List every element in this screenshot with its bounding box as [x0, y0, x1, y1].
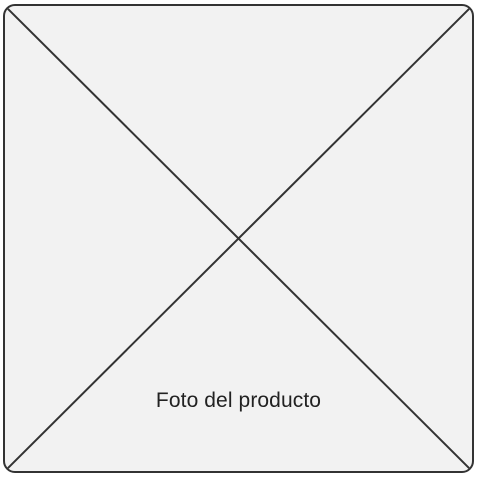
product-photo-placeholder: Foto del producto [3, 4, 474, 473]
product-photo-label: Foto del producto [155, 389, 322, 412]
cross-line-ascending [5, 6, 472, 471]
image-placeholder-icon [5, 6, 472, 471]
